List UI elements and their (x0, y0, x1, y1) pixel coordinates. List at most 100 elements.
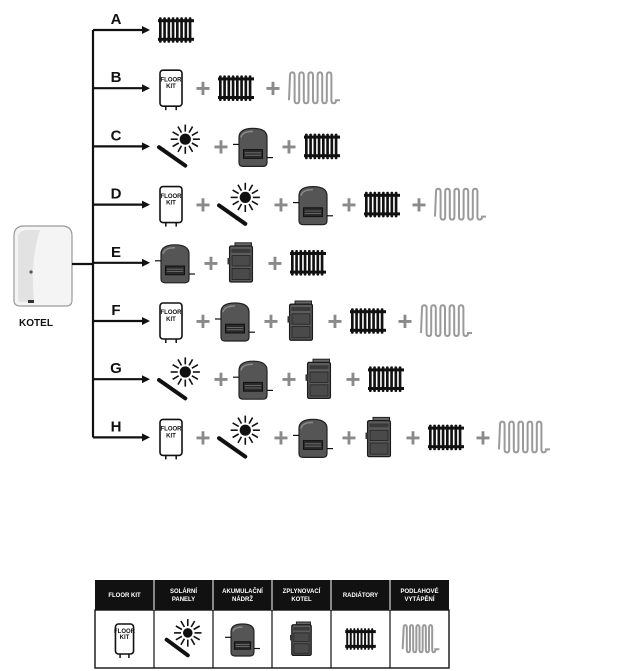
radiator-icon (368, 366, 404, 392)
plus-sign: + (195, 73, 210, 103)
plus-sign: + (397, 306, 412, 336)
floor-kit-text: FLOOR (114, 629, 136, 635)
accumulation-tank-icon (215, 302, 255, 342)
radiator-icon (350, 308, 386, 334)
floor-kit-text: KIT (166, 84, 176, 90)
plus-sign: + (273, 422, 288, 452)
legend-underfloor-heating-icon (401, 624, 440, 654)
floor-kit-text: FLOOR (161, 310, 183, 316)
floor-kit-text: FLOOR (161, 194, 183, 200)
legend-table: FLOOR KITFLOORKITSOLÁRNÍPANELYAKUMULAČNÍ… (94, 580, 450, 669)
solar-panel-icon (157, 124, 200, 168)
floor-kit-text: KIT (120, 635, 130, 641)
floor-kit-text: KIT (166, 201, 176, 207)
radiator-icon (428, 424, 464, 451)
configuration-row: A (93, 11, 194, 43)
plus-sign: + (263, 306, 278, 336)
plus-sign: + (195, 422, 210, 452)
legend-radiator-icon (345, 628, 376, 650)
legend-header-text: NÁDRŽ (232, 595, 253, 603)
plus-sign: + (213, 131, 228, 161)
radiator-icon (158, 17, 194, 43)
boiler: KOTEL (13, 225, 73, 329)
floor-kit-text: FLOOR (161, 77, 183, 83)
plus-sign: + (281, 364, 296, 394)
legend-header-text: RADIÁTORY (343, 592, 378, 599)
floor-kit-text: KIT (166, 433, 176, 439)
plus-sign: + (405, 422, 420, 452)
configuration-row: E + + (93, 242, 326, 284)
legend-accumulation-tank-icon (225, 623, 260, 657)
plus-sign: + (341, 422, 356, 452)
boiler-icon (13, 225, 73, 307)
plus-sign: + (195, 190, 210, 220)
legend-header-text: AKUMULAČNÍ (222, 587, 263, 595)
plus-sign: + (203, 248, 218, 278)
floor-kit-text: KIT (166, 317, 176, 323)
plus-sign: + (267, 248, 282, 278)
configuration-row: G + + + (93, 357, 404, 401)
branch-letter: C (111, 127, 122, 144)
plus-sign: + (213, 364, 228, 394)
configuration-row: C + + (93, 124, 340, 168)
boiler-label: KOTEL (19, 318, 53, 329)
plus-sign: + (341, 190, 356, 220)
gasification-boiler-icon (227, 242, 254, 283)
branch-letter: G (110, 360, 122, 377)
legend-header-text: VYTÁPĚNÍ (404, 595, 434, 603)
legend-gasification-boiler-icon (290, 621, 312, 656)
solar-panel-icon (217, 182, 260, 226)
underfloor-heating-icon (434, 187, 486, 221)
solar-panel-icon (157, 357, 200, 401)
gasification-boiler-icon (305, 358, 332, 400)
radiator-icon (290, 250, 326, 276)
branch-letter: A (111, 11, 122, 28)
radiator-icon (304, 133, 340, 160)
accumulation-tank-icon (293, 418, 333, 458)
solar-panel-icon (217, 415, 260, 459)
legend-header-text: FLOOR KIT (108, 593, 141, 599)
gasification-boiler-icon (287, 300, 314, 341)
plus-sign: + (195, 306, 210, 336)
accumulation-tank-icon (233, 127, 273, 168)
plus-sign: + (265, 73, 280, 103)
legend-header-text: PANELY (172, 597, 195, 603)
plus-sign: + (273, 190, 288, 220)
branch-letter: F (111, 302, 120, 319)
legend-header-text: SOLÁRNÍ (170, 587, 197, 595)
gasification-boiler-icon (365, 416, 392, 458)
underfloor-heating-icon (420, 304, 472, 338)
underfloor-heating-icon (288, 71, 340, 105)
floor-kit-text: FLOOR (161, 427, 183, 433)
legend-header-text: KOTEL (291, 597, 312, 603)
radiator-icon (218, 75, 254, 101)
accumulation-tank-icon (293, 186, 333, 226)
legend-solar-panel-icon (164, 619, 202, 658)
accumulation-tank-icon (233, 360, 273, 400)
distribution-trunk (72, 30, 95, 438)
legend-header-text: ZPLYNOVACÍ (283, 587, 321, 595)
plus-sign: + (475, 422, 490, 452)
accumulation-tank-icon (155, 244, 195, 284)
branch-letter: E (111, 244, 121, 261)
plus-sign: + (327, 306, 342, 336)
underfloor-heating-icon (498, 420, 550, 454)
plus-sign: + (281, 131, 296, 161)
branch-letter: B (111, 69, 122, 86)
plus-sign: + (345, 364, 360, 394)
branch-letter: H (111, 418, 122, 435)
branch-letter: D (111, 186, 122, 203)
plus-sign: + (411, 190, 426, 220)
legend-header-text: PODLAHOVÉ (400, 587, 438, 595)
